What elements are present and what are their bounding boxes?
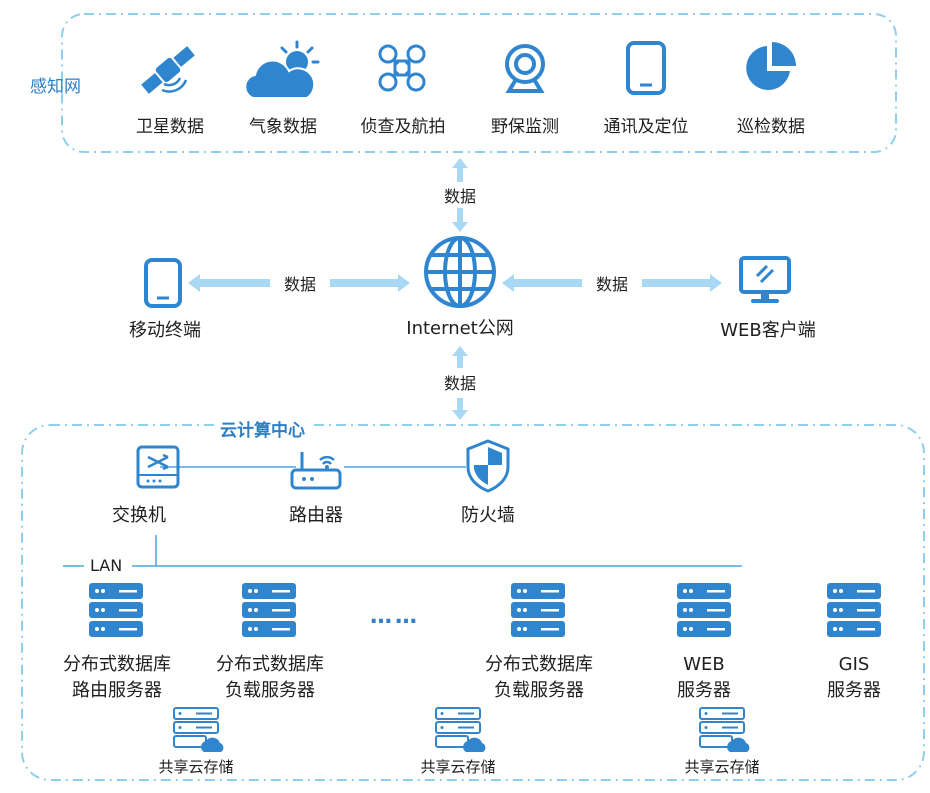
arrow-label-bottom: 数据 [439,370,481,394]
tablet-icon [626,41,666,95]
server-label-line1: 分布式数据库 [216,654,324,675]
cloud-center-boundary [21,424,925,781]
server-label-line1: 分布式数据库 [485,654,593,675]
server-stack-icon [511,583,565,637]
server-label-line2: 服务器 [827,680,881,701]
arrow-internet-cloud [452,346,468,420]
server-label-line2: 负载服务器 [494,680,584,701]
server-label-db-router: 分布式数据库 路由服务器 [63,652,171,704]
arrow-internet-web [502,274,722,292]
shared-storage-label: 共享云存储 [420,758,496,776]
cloud-storage-icon [173,707,225,753]
web-client-label: WEB客户端 [720,320,816,341]
server-label-line1: WEB [683,654,725,675]
pie-chart-icon [746,42,796,90]
mobile-terminal-label: 移动终端 [129,320,201,341]
internet-label: Internet公网 [406,318,514,339]
server-label-db-load: 分布式数据库 负载服务器 [216,652,324,704]
arrow-mobile-internet [188,274,410,292]
router-icon [290,452,342,490]
server-stack-icon [89,583,143,637]
server-label-line2: 服务器 [677,680,731,701]
server-stack-icon [827,583,881,637]
sensing-network-boundary [61,13,897,153]
sensing-item-label-satellite: 卫星数据 [136,117,204,137]
cloud-storage-icon [435,707,487,753]
server-label-web: WEB 服务器 [677,652,731,704]
cloud-center-title: 云计算中心 [216,416,309,441]
network-links [63,466,742,567]
sensing-item-label-drone: 侦查及航拍 [360,117,446,137]
router-label: 路由器 [289,505,343,526]
arrow-label-left: 数据 [279,271,321,295]
server-label-line1: 分布式数据库 [63,654,171,675]
cloud-storage-icon [699,707,751,753]
webcam-icon [505,44,545,93]
firewall-label: 防火墙 [461,505,515,526]
arrow-sensing-internet [452,158,468,232]
shared-storage-label: 共享云存储 [684,758,760,776]
arrow-label-top: 数据 [439,183,481,207]
globe-icon [424,236,496,308]
server-label-gis: GIS 服务器 [827,652,881,704]
ellipsis: …… [370,604,420,629]
weather-icon [244,40,320,99]
switch-label: 交换机 [112,505,166,526]
switch-icon [136,445,180,489]
monitor-icon [739,256,791,303]
server-label-line1: GIS [838,654,870,675]
arrow-label-right: 数据 [591,271,633,295]
sensing-item-label-weather: 气象数据 [249,117,317,137]
lan-label: LAN [86,556,127,575]
server-stack-icon [242,583,296,637]
server-label-line2: 负载服务器 [225,680,315,701]
sensing-item-label-wildlife: 野保监测 [491,117,559,137]
sensing-network-title: 感知网 [30,77,81,97]
shared-storage-label: 共享云存储 [158,758,234,776]
server-stack-icon [677,583,731,637]
satellite-icon [141,46,195,94]
mobile-terminal-icon [144,258,182,308]
sensing-item-label-comm: 通讯及定位 [603,117,689,137]
server-label-db-load-2: 分布式数据库 负载服务器 [485,652,593,704]
server-label-line2: 路由服务器 [72,680,162,701]
drone-icon [378,44,426,92]
sensing-item-label-inspection: 巡检数据 [737,117,805,137]
firewall-shield-icon [466,439,510,493]
